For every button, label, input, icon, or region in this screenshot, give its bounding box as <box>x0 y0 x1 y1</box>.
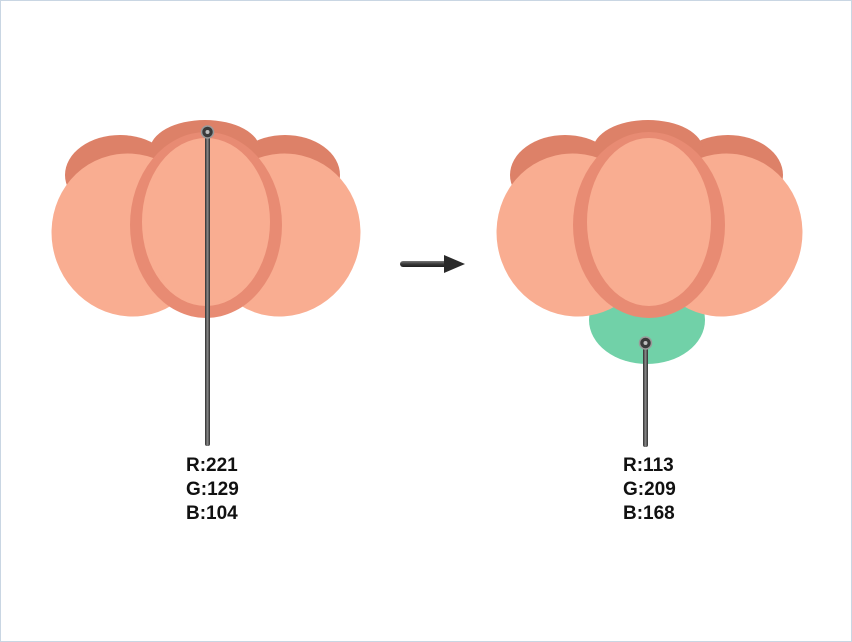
color-values-before: R:221 G:129 B:104 <box>186 454 239 526</box>
pointer-left <box>200 125 215 446</box>
blue-value: B:168 <box>623 503 675 524</box>
pointer-left-dot-inner <box>205 130 210 134</box>
transition-arrow-icon <box>400 255 465 273</box>
color-values-after: R:113 G:209 B:168 <box>623 454 676 526</box>
green-value: G:209 <box>623 479 676 500</box>
red-value: R:113 <box>623 455 674 476</box>
pointer-right <box>638 336 653 447</box>
pointer-right-dot-inner <box>643 341 648 345</box>
pointer-right-line <box>643 343 648 447</box>
green-value: G:129 <box>186 479 239 500</box>
red-value: R:221 <box>186 455 238 476</box>
pointer-left-line <box>205 132 210 446</box>
blue-value: B:104 <box>186 503 238 524</box>
flower-after <box>496 120 803 364</box>
center-petal-2 <box>587 138 711 306</box>
